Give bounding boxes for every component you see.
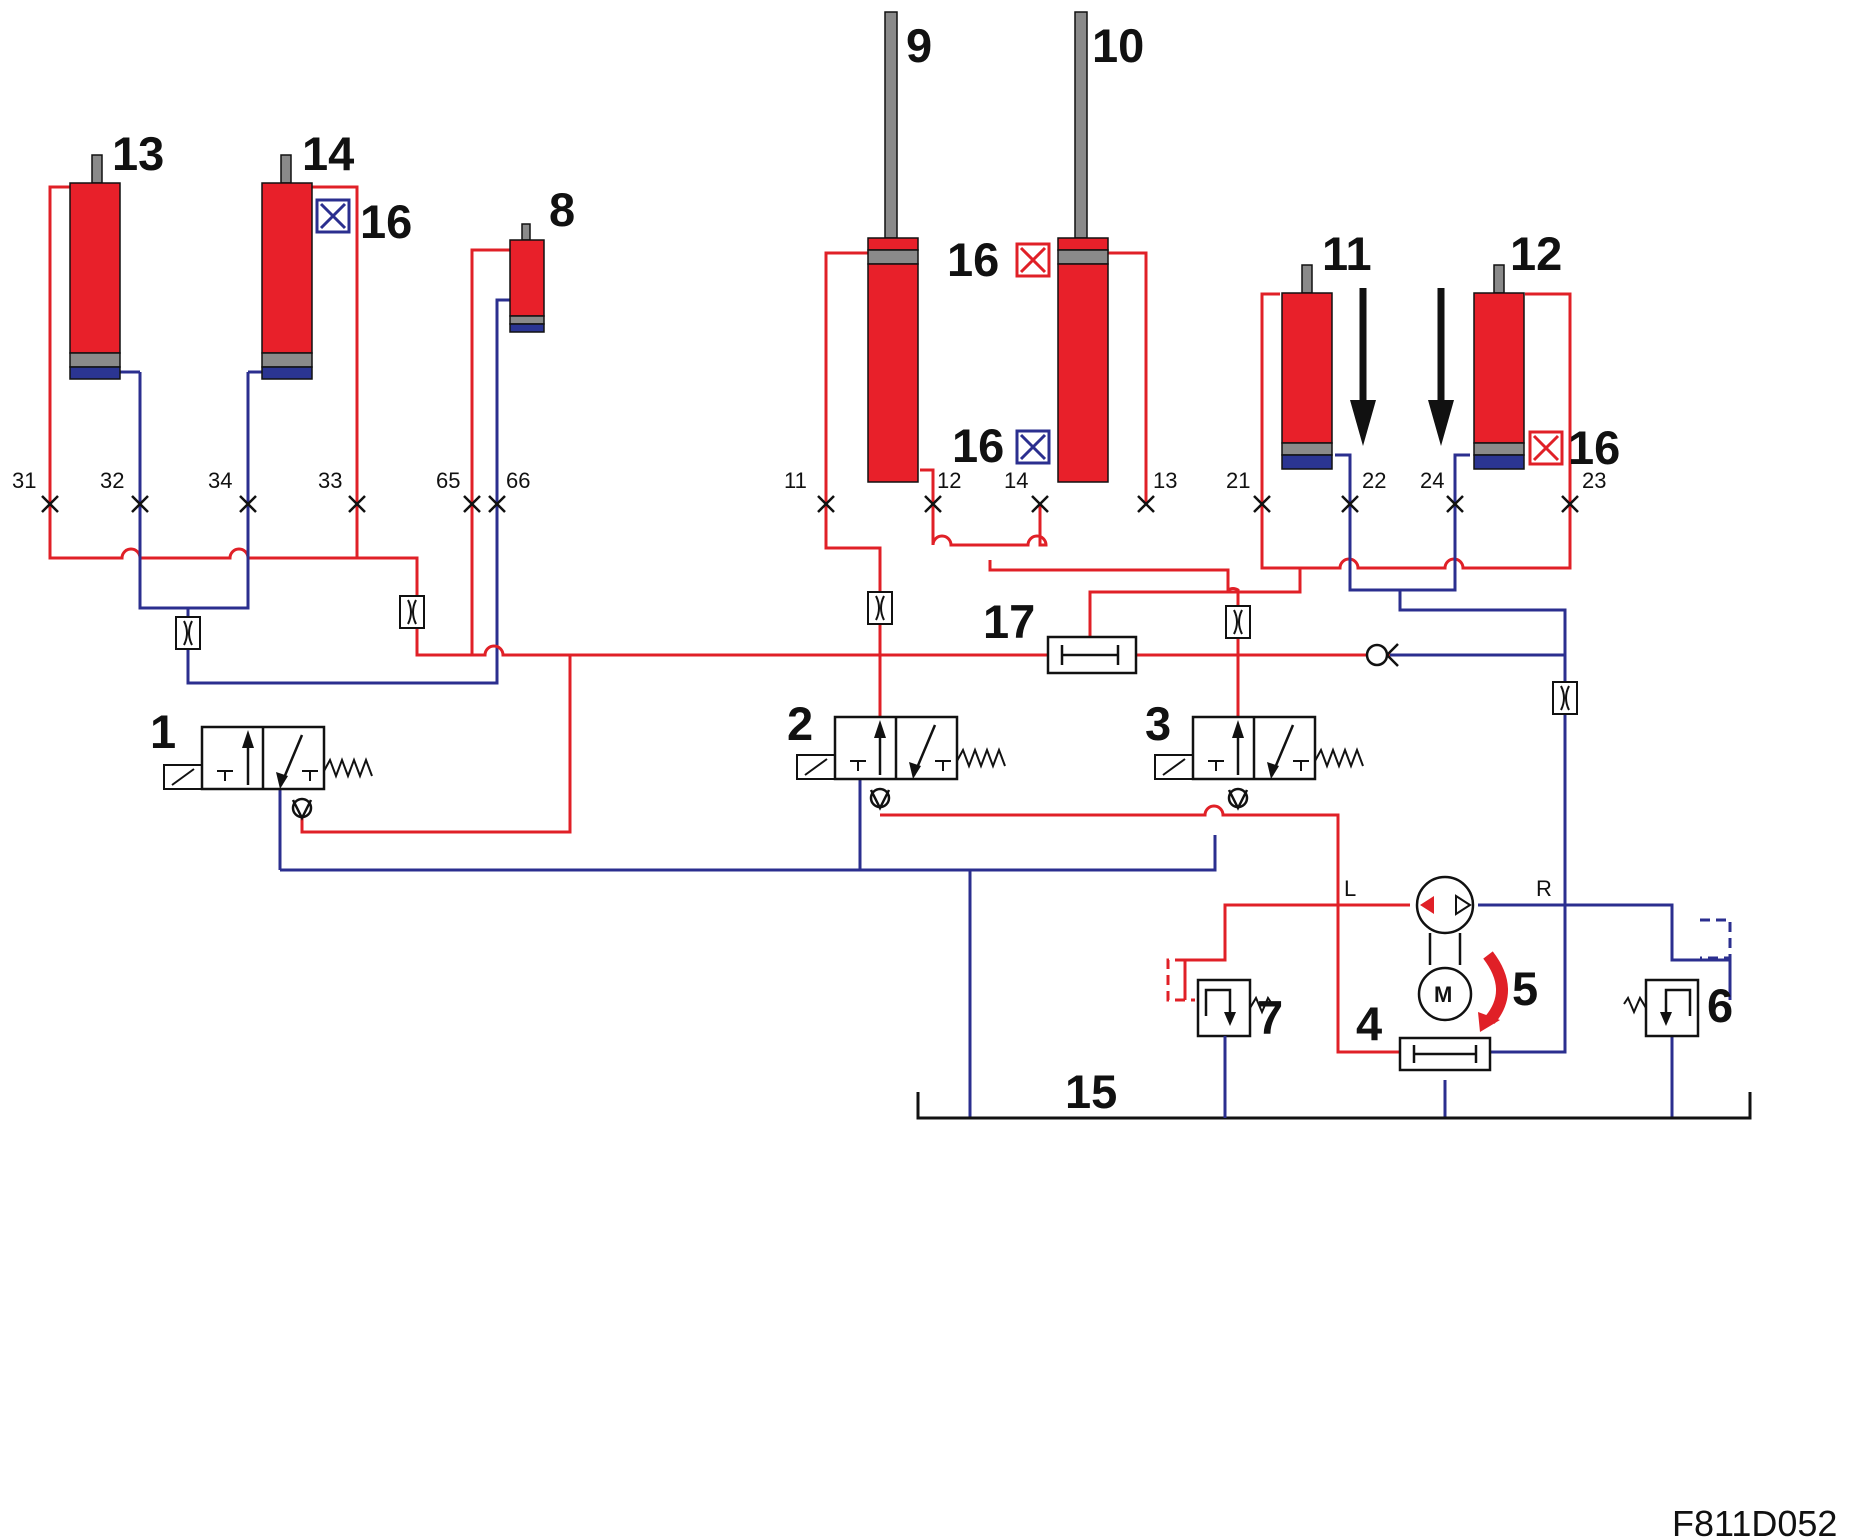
valve-1 <box>163 725 373 821</box>
cylinder-10 <box>1057 11 1109 483</box>
check-valve-main <box>1365 643 1399 667</box>
port-22: 22 <box>1362 468 1386 493</box>
port-14: 14 <box>1004 468 1028 493</box>
label-2: 2 <box>787 697 813 750</box>
line-9-10 <box>824 251 1240 720</box>
sensor-16-blue-c <box>1015 429 1051 465</box>
cylinder-11 <box>1281 264 1333 470</box>
label-14: 14 <box>302 127 354 180</box>
port-65: 65 <box>436 468 460 493</box>
pump-port-l: L <box>1344 876 1356 901</box>
relief-valve-6 <box>1623 918 1732 1038</box>
label-3: 3 <box>1145 697 1171 750</box>
label-13: 13 <box>112 127 164 180</box>
throttle-c <box>867 591 893 625</box>
throttle-d <box>1225 605 1251 639</box>
sensor-16-red-b <box>1015 242 1051 278</box>
port-66: 66 <box>506 468 530 493</box>
port-32: 32 <box>100 468 124 493</box>
relief-valve-7 <box>1166 958 1273 1118</box>
port-12: 12 <box>937 468 961 493</box>
reservoir-15 <box>916 1092 1752 1120</box>
port-31: 31 <box>12 468 36 493</box>
port-21: 21 <box>1226 468 1250 493</box>
label-5: 5 <box>1512 962 1538 1015</box>
cylinder-13 <box>69 154 121 380</box>
cylinder-14 <box>261 154 313 380</box>
port-24: 24 <box>1420 468 1444 493</box>
label-7: 7 <box>1257 991 1283 1044</box>
rotation-arrow-5 <box>1478 951 1508 1032</box>
port-34: 34 <box>208 468 232 493</box>
pump-port-r: R <box>1536 876 1552 901</box>
return-manifold <box>278 770 1217 1118</box>
cylinder-12 <box>1473 264 1525 470</box>
label-10: 10 <box>1092 19 1144 72</box>
pump-right-line <box>1223 903 1732 1118</box>
component-17 <box>1046 635 1138 675</box>
label-11: 11 <box>1322 227 1372 280</box>
throttle-e <box>1552 681 1578 715</box>
label-16-a: 16 <box>360 195 412 248</box>
component-4 <box>1398 1036 1492 1072</box>
port-11: 11 <box>784 468 807 493</box>
cylinder-8 <box>509 223 545 333</box>
cylinder-9 <box>867 11 919 483</box>
line-13-14-piston-side <box>120 298 510 685</box>
line-8-rod-side <box>470 248 1480 657</box>
label-9: 9 <box>906 19 932 72</box>
motor <box>1417 966 1473 1022</box>
hydraulic-lines <box>48 185 1752 1120</box>
component-labels: 13 14 16 8 9 10 16 16 11 12 16 17 1 2 3 … <box>112 19 1733 1118</box>
valve-2-3-feed <box>880 804 1410 1054</box>
pump <box>1415 875 1475 965</box>
sensor-16-red-d <box>1528 430 1564 466</box>
line-11-12 <box>1088 292 1572 640</box>
port-23: 23 <box>1582 468 1606 493</box>
drawing-code: F811D052 <box>1672 1503 1837 1540</box>
label-1: 1 <box>150 705 176 758</box>
throttles <box>175 591 1578 715</box>
label-4: 4 <box>1356 997 1382 1050</box>
label-16-d: 16 <box>1568 421 1620 474</box>
valve-1-feed <box>300 655 572 834</box>
valve-3 <box>1154 715 1364 811</box>
port-labels: 31 32 34 33 65 66 11 12 14 13 21 22 24 2… <box>12 468 1606 493</box>
label-17: 17 <box>983 595 1035 648</box>
throttle-b <box>399 595 425 629</box>
sensor-16-blue-a <box>315 198 351 234</box>
label-16-c: 16 <box>952 419 1004 472</box>
motor-label: M <box>1434 982 1452 1007</box>
port-13: 13 <box>1153 468 1177 493</box>
label-16-b: 16 <box>947 233 999 286</box>
label-6: 6 <box>1707 979 1733 1032</box>
pump-left-line <box>1183 903 1410 1000</box>
port-33: 33 <box>318 468 342 493</box>
label-8: 8 <box>549 183 575 236</box>
throttle-a <box>175 616 201 650</box>
load-arrows <box>1350 288 1454 446</box>
label-12: 12 <box>1510 227 1562 280</box>
test-points <box>41 495 1579 513</box>
valve-2 <box>796 715 1006 811</box>
label-15: 15 <box>1065 1065 1117 1118</box>
line-11-12-return <box>1335 453 1567 1054</box>
